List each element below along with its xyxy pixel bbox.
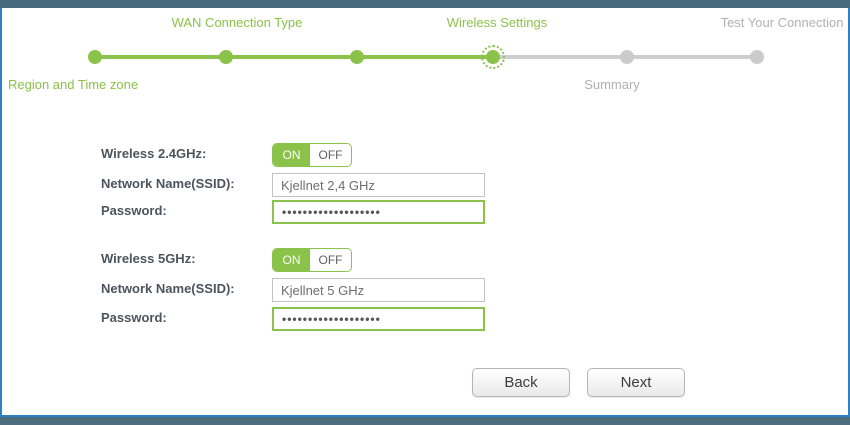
step-dot-summary — [620, 50, 634, 64]
password-24ghz-input[interactable] — [272, 200, 485, 224]
frame-border-right — [848, 8, 850, 417]
frame-border-left — [0, 8, 2, 417]
ssid-24ghz-input[interactable] — [272, 173, 485, 197]
step-dot-unlabeled — [350, 50, 364, 64]
window-bottom-bar — [0, 417, 850, 425]
step-dot-test-your-connection — [750, 50, 764, 64]
back-button[interactable]: Back — [472, 368, 570, 397]
step-label-wireless-settings: Wireless Settings — [446, 15, 548, 30]
wireless-24ghz-toggle[interactable]: ON OFF — [272, 143, 352, 167]
step-label-region-time-zone: Region and Time zone — [8, 77, 139, 92]
wireless-24ghz-label: Wireless 2.4GHz: — [101, 146, 207, 161]
frame-border-bottom — [0, 415, 850, 417]
password-5ghz-label: Password: — [101, 310, 167, 325]
wireless-24ghz-toggle-on[interactable]: ON — [273, 144, 310, 166]
password-24ghz-label: Password: — [101, 203, 167, 218]
wireless-24ghz-toggle-off[interactable]: OFF — [310, 144, 351, 166]
password-5ghz-input[interactable] — [272, 307, 485, 331]
step-label-test-your-connection: Test Your Connection — [720, 15, 844, 30]
ssid-5ghz-label: Network Name(SSID): — [101, 281, 235, 296]
step-dot-wan-connection-type — [219, 50, 233, 64]
window-top-bar — [0, 0, 850, 8]
step-dot-wireless-settings-current — [486, 50, 500, 64]
wireless-5ghz-toggle-on[interactable]: ON — [273, 249, 310, 271]
wireless-5ghz-toggle-off[interactable]: OFF — [310, 249, 351, 271]
step-label-wan-connection-type: WAN Connection Type — [171, 15, 303, 30]
ssid-24ghz-label: Network Name(SSID): — [101, 176, 235, 191]
wireless-5ghz-toggle[interactable]: ON OFF — [272, 248, 352, 272]
step-dot-region-time-zone — [88, 50, 102, 64]
next-button[interactable]: Next — [587, 368, 685, 397]
current-step-ring — [481, 45, 505, 69]
wireless-5ghz-label: Wireless 5GHz: — [101, 251, 196, 266]
ssid-5ghz-input[interactable] — [272, 278, 485, 302]
stepper-line-completed — [94, 55, 493, 59]
step-label-summary: Summary — [584, 77, 640, 92]
